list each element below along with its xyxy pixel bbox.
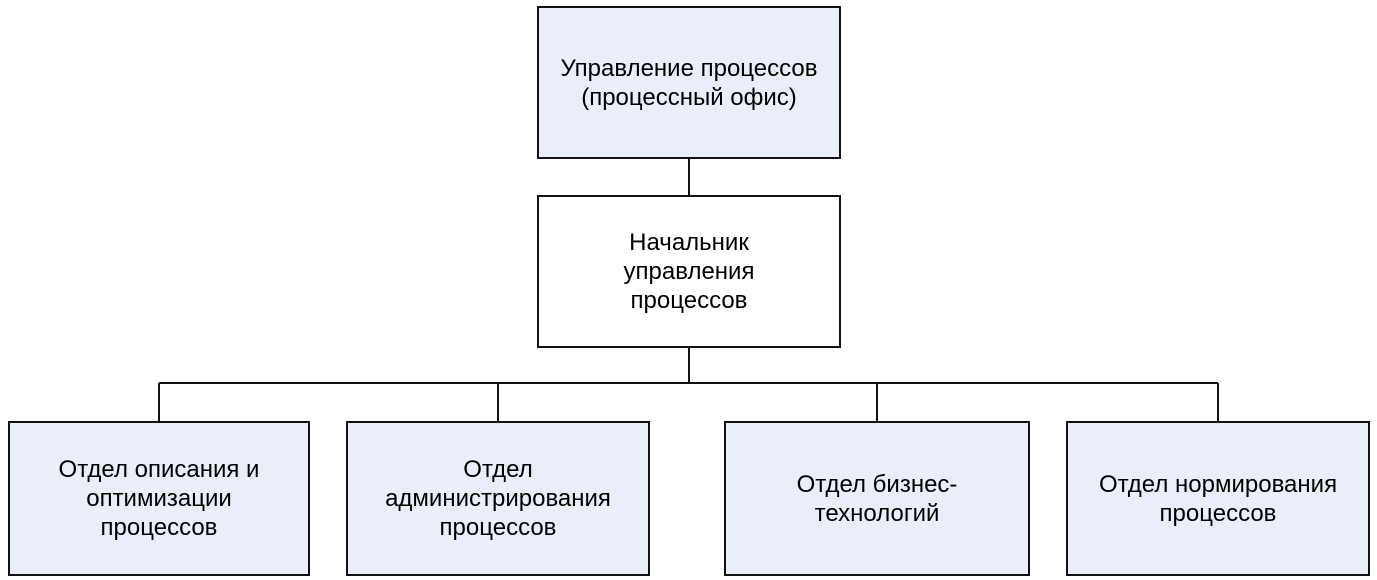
department-administration-label: Отдел администрирования процессов xyxy=(385,456,611,541)
head-of-process-management-box: Начальник управления процессов xyxy=(537,195,841,348)
process-management-office-label: Управление процессов (процессный офис) xyxy=(560,54,818,111)
head-of-process-management-label: Начальник управления процессов xyxy=(623,229,755,314)
department-description-optimization-box: Отдел описания и оптимизации процессов xyxy=(8,421,310,576)
department-business-technologies-label: Отдел бизнес-технологий xyxy=(796,470,958,527)
department-description-optimization-label: Отдел описания и оптимизации процессов xyxy=(58,456,260,541)
department-business-technologies-box: Отдел бизнес-технологий xyxy=(724,421,1030,576)
process-management-office-box: Управление процессов (процессный офис) xyxy=(537,6,841,159)
department-normalization-label: Отдел нормирования процессов xyxy=(1098,470,1338,527)
department-normalization-box: Отдел нормирования процессов xyxy=(1066,421,1370,576)
department-administration-box: Отдел администрирования процессов xyxy=(346,421,650,576)
